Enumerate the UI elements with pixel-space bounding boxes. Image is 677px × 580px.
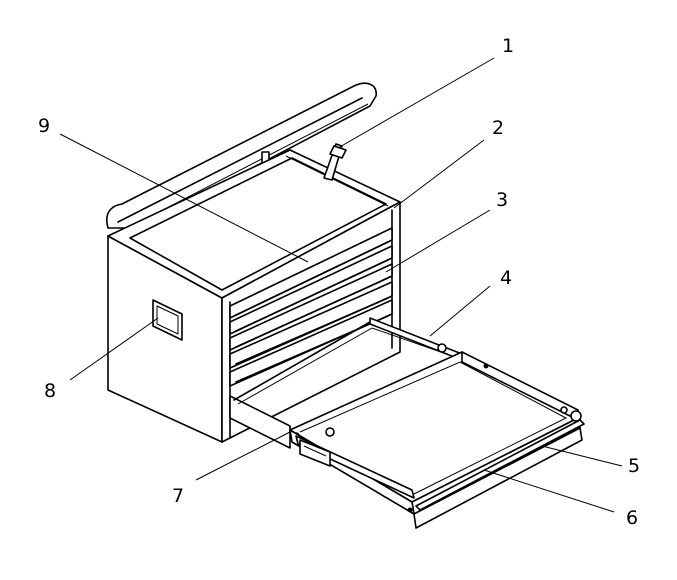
leader-lines [59,57,623,513]
drawer-handle [415,419,585,511]
callout-labels: 1 2 3 4 5 6 7 8 9 [38,35,640,529]
callout-5: 5 [628,455,640,477]
side-handle [152,299,183,341]
open-drawer [229,317,585,529]
callout-1: 1 [502,35,514,57]
callout-7: 7 [172,485,184,507]
callout-8: 8 [44,380,56,402]
callout-4: 4 [500,267,512,289]
callout-2: 2 [492,117,504,139]
callout-3: 3 [496,189,508,211]
drawer-stack [229,227,393,387]
callout-9: 9 [38,115,50,137]
lid-support-arm [323,143,347,181]
callout-6: 6 [626,507,638,529]
